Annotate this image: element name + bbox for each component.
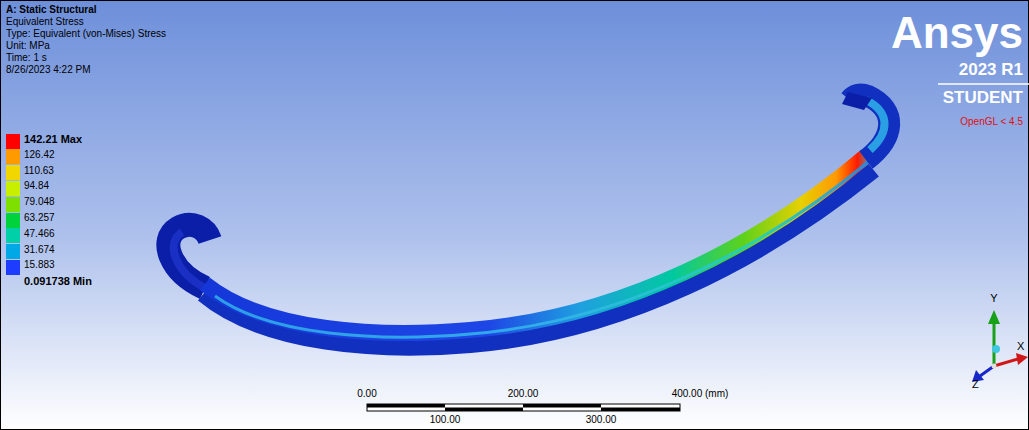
scale-value: 400.00 (mm)	[672, 388, 729, 400]
legend-value: 126.42	[24, 149, 55, 161]
legend-value: 110.63	[24, 165, 54, 177]
legend-swatch	[6, 134, 20, 149]
scale-value: 200.00	[508, 388, 539, 400]
axis-label: Y	[990, 292, 997, 305]
axis-label: X	[1017, 340, 1024, 353]
legend-swatch	[6, 260, 20, 275]
legend-swatch	[6, 165, 20, 180]
legend-swatch	[6, 228, 20, 243]
legend-value: 79.048	[24, 196, 55, 208]
scale-value: 0.00	[357, 388, 376, 400]
legend-value: 142.21 Max	[24, 133, 82, 146]
legend-value: 15.883	[24, 259, 55, 271]
version-label: 2023 R1	[959, 60, 1023, 80]
legend-swatch	[6, 244, 20, 259]
legend-swatch	[6, 213, 20, 228]
result-unit: Unit: MPa	[6, 40, 50, 52]
result-time: Time: 1 s	[6, 52, 47, 64]
legend-value: 94.84	[24, 180, 49, 192]
scale-value: 100.00	[430, 414, 461, 426]
renderer-note: OpenGL < 4.5	[960, 116, 1023, 128]
result-date: 8/26/2023 4:22 PM	[6, 64, 91, 76]
scale-value: 300.00	[586, 414, 617, 426]
legend-swatch	[6, 149, 20, 164]
model-title: A: Static Structural	[6, 4, 97, 16]
result-name: Equivalent Stress	[6, 16, 84, 28]
legend-swatch	[6, 197, 20, 212]
axis-label: Z	[972, 378, 979, 391]
license-label: STUDENT	[943, 88, 1023, 108]
legend-value: 31.674	[24, 244, 55, 256]
result-type: Type: Equivalent (von-Mises) Stress	[6, 28, 166, 40]
legend-value: 47.466	[24, 228, 55, 240]
brand-logo: Ansys	[891, 8, 1023, 59]
legend-value: 63.257	[24, 212, 55, 224]
legend-value: 0.091738 Min	[24, 275, 92, 288]
legend-swatch	[6, 181, 20, 196]
